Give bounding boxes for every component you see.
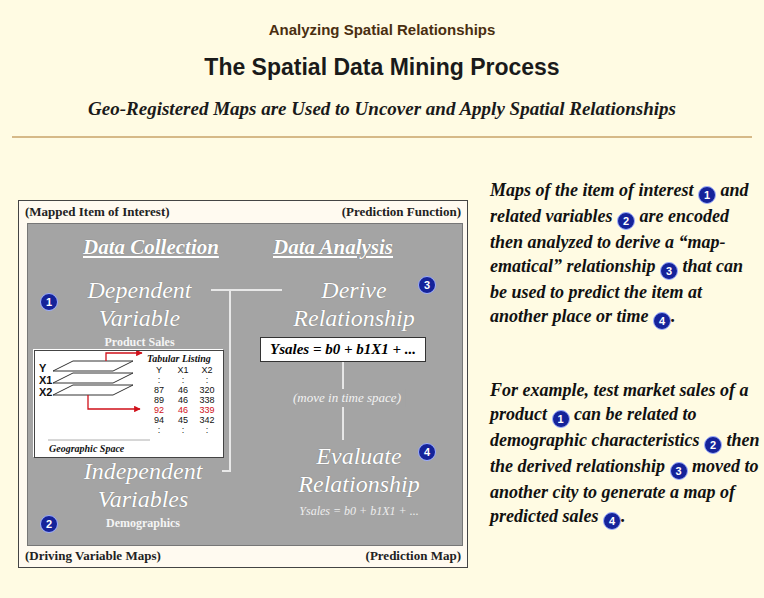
- layer-label: X2: [39, 386, 52, 398]
- paragraph-text: .: [621, 506, 626, 526]
- lookup-arrow: [88, 395, 140, 409]
- table-cell: 46: [178, 395, 188, 405]
- corner-label: (Prediction Map): [366, 548, 461, 564]
- frame-fill: [18, 200, 468, 568]
- table-cell: Y: [156, 365, 162, 375]
- layer-label: Y: [39, 362, 46, 374]
- table-cell: 46: [178, 405, 188, 415]
- process-step: Derive Relationship: [284, 276, 424, 332]
- callout-number: 3: [660, 262, 678, 280]
- column-heading: Data Analysis: [273, 235, 393, 260]
- table-cell: :: [206, 425, 209, 435]
- table-cell: 320: [199, 385, 214, 395]
- step-title: Independent Variables: [68, 457, 218, 513]
- callout-number: 1: [552, 410, 570, 428]
- table-cell: 89: [154, 395, 164, 405]
- page-title: The Spatial Data Mining Process: [0, 54, 764, 81]
- map-layer: [53, 361, 133, 371]
- illustration-caption: Tabular Listing: [147, 353, 211, 364]
- illustration-fill: [33, 349, 223, 457]
- callout-number: 2: [617, 212, 635, 230]
- page-subtitle: Geo-Registered Maps are Used to Uncover …: [0, 98, 764, 120]
- table-cell: X2: [201, 365, 212, 375]
- paragraph-text: .: [671, 306, 676, 326]
- callout-number: 2: [40, 515, 58, 533]
- figure-frame: (Mapped Item of Interest) (Prediction Fun…: [18, 200, 468, 568]
- process-step: Evaluate RelationshipYsales = b0 + b1X1 …: [284, 442, 434, 519]
- table-cell: :: [206, 375, 209, 385]
- table-cell: 338: [199, 395, 214, 405]
- callout-number: 3: [670, 462, 688, 480]
- table-cell: :: [182, 425, 185, 435]
- map-layer: [53, 373, 133, 383]
- table-cell: 342: [199, 415, 214, 425]
- step-title: Derive Relationship: [284, 276, 424, 332]
- step-subtitle: Demographics: [68, 516, 218, 531]
- geographic-axis: [48, 440, 150, 441]
- map-layer: [53, 385, 133, 395]
- table-cell: 87: [154, 385, 164, 395]
- corner-label: (Driving Variable Maps): [25, 548, 161, 564]
- callout-number: 4: [603, 512, 621, 530]
- callout-number: 3: [418, 276, 436, 294]
- callout-number: 4: [418, 443, 436, 461]
- corner-label: (Mapped Item of Interest): [25, 204, 170, 220]
- process-panel: Data Collection Data AnalysisDependent Va…: [27, 223, 463, 546]
- map-layers: [53, 361, 133, 395]
- annotation-text: (move in time space): [289, 389, 405, 407]
- table-cell: X1: [177, 365, 188, 375]
- explanation-paragraph: For example, test market sales of a prod…: [490, 378, 760, 530]
- section-kicker: Analyzing Spatial Relationships: [0, 21, 764, 38]
- callout-number: 4: [653, 312, 671, 330]
- table-cell: :: [158, 375, 161, 385]
- column-heading: Data Collection: [83, 235, 219, 260]
- map-illustration: Tabular ListingGeographic SpaceYX1X2YX1X…: [34, 350, 224, 458]
- paragraph-text: Maps of the item of interest: [490, 180, 694, 200]
- formula-text: Ysales = b0 + b1X1 + ...: [284, 504, 434, 519]
- callout-number: 1: [698, 186, 716, 204]
- variable-group: Dependent VariableProduct Sales: [72, 276, 207, 350]
- connector-line: [222, 290, 282, 471]
- layer-label: X1: [39, 374, 52, 386]
- table-cell: :: [182, 375, 185, 385]
- illustration-caption: Geographic Space: [49, 443, 124, 454]
- table-cell: 46: [178, 385, 188, 395]
- step-subtitle: Product Sales: [72, 335, 207, 350]
- table-cell: 94: [154, 415, 164, 425]
- table-cell: 45: [178, 415, 188, 425]
- table-cell: 339: [199, 405, 214, 415]
- corner-label: (Prediction Function): [342, 204, 461, 220]
- formula-text: Ysales = b0 + b1X1 + ...: [270, 341, 416, 358]
- callout-number: 1: [40, 293, 58, 311]
- explanation-paragraph: Maps of the item of interest 1 and relat…: [490, 178, 760, 330]
- table-cell: :: [158, 425, 161, 435]
- formula-box: Ysales = b0 + b1X1 + ...: [260, 337, 426, 362]
- callout-number: 2: [704, 436, 722, 454]
- panel-fill: [27, 223, 463, 546]
- divider-rule: [12, 136, 752, 138]
- step-title: Dependent Variable: [72, 276, 207, 332]
- table-cell: 92: [154, 405, 164, 415]
- variable-group: Independent VariablesDemographics: [68, 457, 218, 531]
- listing-arrow: [106, 353, 142, 361]
- step-title: Evaluate Relationship: [284, 442, 434, 498]
